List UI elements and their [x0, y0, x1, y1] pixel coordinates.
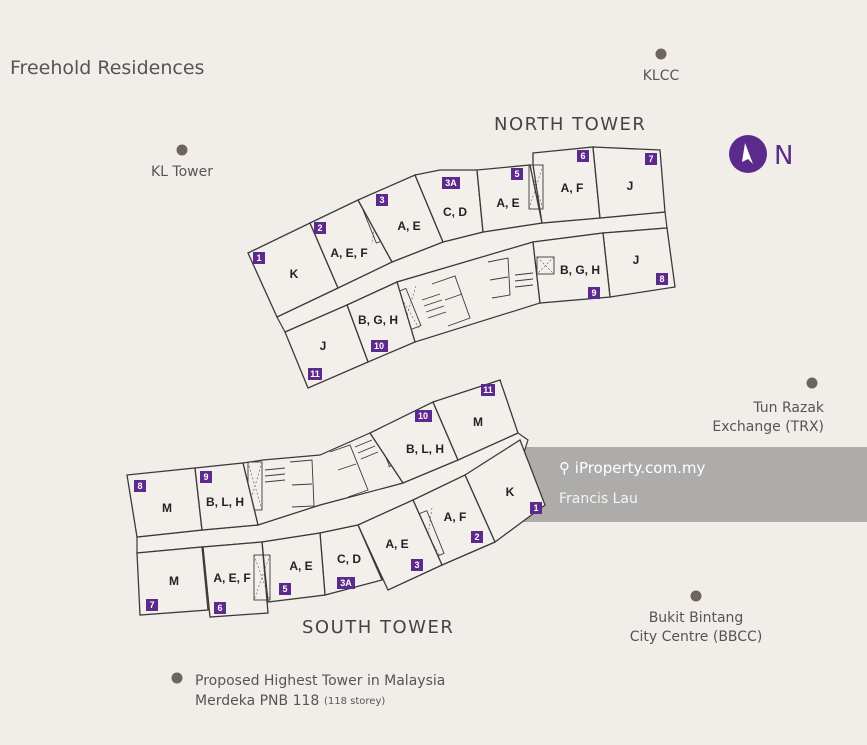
unit-n3a[interactable]: C, D 3A — [414, 169, 484, 243]
unit-number-badge: 10 — [418, 411, 428, 421]
landmark-trx: Tun Razak Exchange (TRX) — [712, 377, 825, 435]
unit-number-badge: 3 — [379, 195, 384, 205]
unit-number-badge: 3 — [414, 560, 419, 570]
unit-number-badge: 6 — [580, 151, 585, 161]
unit-type: B, L, H — [406, 442, 444, 456]
unit-type: A, E, F — [213, 571, 250, 585]
unit-s10[interactable]: B, L, H 10 — [369, 401, 459, 484]
landmark-kl-tower: KL Tower — [151, 144, 213, 180]
unit-number-badge: 5 — [514, 169, 519, 179]
unit-s11[interactable]: M 11 — [432, 379, 519, 461]
location-dot-icon — [690, 590, 702, 602]
unit-number-badge: 9 — [591, 288, 596, 298]
unit-number-badge: 6 — [217, 603, 222, 613]
unit-type: M — [169, 574, 179, 588]
unit-type: A, E — [496, 196, 519, 210]
compass-label: N — [774, 141, 793, 171]
landmark-label: KLCC — [643, 68, 680, 84]
unit-n8[interactable]: J 8 — [602, 227, 676, 298]
unit-s6[interactable]: A, E, F 6 — [202, 541, 271, 618]
unit-n11[interactable]: J 11 — [284, 304, 369, 389]
north-tower: NORTH TOWER K 1 A, E, F 2 A, E 3 — [247, 114, 676, 389]
unit-type: C, D — [443, 205, 467, 219]
unit-number-badge: 11 — [483, 385, 493, 395]
unit-number-badge: 9 — [203, 472, 208, 482]
landmark-note: (118 storey) — [324, 696, 385, 707]
unit-n7[interactable]: J 7 — [592, 146, 666, 219]
unit-number-badge: 10 — [374, 341, 384, 351]
unit-type: A, E — [289, 559, 312, 573]
watermark-agent: Francis Lau — [559, 491, 638, 507]
unit-s3[interactable]: A, E 3 — [357, 499, 443, 591]
unit-number-badge: 1 — [533, 503, 538, 513]
tower-name: SOUTH TOWER — [302, 617, 454, 638]
landmark-label: Merdeka PNB 118 — [195, 693, 319, 709]
unit-type: A, F — [561, 181, 584, 195]
unit-type: J — [627, 179, 634, 193]
landmark-label: Proposed Highest Tower in Malaysia — [195, 673, 445, 689]
south-tower: SOUTH TOWER K 1 A, F 2 A, E — [126, 379, 546, 638]
unit-number-badge: 11 — [310, 369, 320, 379]
watermark: ⚲ iProperty.com.my Francis Lau — [487, 447, 867, 522]
unit-number-badge: 3A — [340, 578, 352, 588]
landmark-label: KL Tower — [151, 164, 213, 180]
unit-number-badge: 3A — [445, 178, 457, 188]
landmark-label: City Centre (BBCC) — [630, 629, 763, 645]
location-pin-icon: ⚲ — [559, 459, 570, 477]
unit-n5[interactable]: A, E 5 — [476, 164, 543, 233]
unit-type: K — [506, 485, 515, 499]
unit-s3a[interactable]: C, D 3A — [319, 524, 383, 596]
unit-number-badge: 2 — [317, 223, 322, 233]
landmark-label: Exchange (TRX) — [712, 419, 824, 435]
unit-type: J — [633, 253, 640, 267]
page-title: Freehold Residences — [10, 57, 205, 79]
unit-number-badge: 8 — [659, 274, 664, 284]
unit-type: B, G, H — [358, 313, 398, 327]
location-dot-icon — [171, 672, 183, 684]
location-dot-icon — [176, 144, 188, 156]
unit-number-badge: 5 — [282, 584, 287, 594]
unit-s8[interactable]: M 8 — [126, 467, 203, 538]
location-dot-icon — [806, 377, 818, 389]
unit-type: A, E — [385, 537, 408, 551]
tower-name: NORTH TOWER — [494, 114, 646, 135]
unit-type: C, D — [337, 552, 361, 566]
unit-s9[interactable]: B, L, H 9 — [194, 462, 259, 531]
unit-type: K — [290, 267, 299, 281]
north-arrow-icon — [742, 143, 753, 164]
unit-type: M — [473, 415, 483, 429]
unit-n6[interactable]: A, F 6 — [528, 146, 601, 224]
unit-number-badge: 7 — [149, 600, 154, 610]
unit-s7[interactable]: M 7 — [136, 546, 209, 616]
landmark-label: Tun Razak — [752, 400, 825, 416]
unit-type: B, G, H — [560, 263, 600, 277]
unit-type: A, F — [444, 510, 467, 524]
unit-type: B, L, H — [206, 495, 244, 509]
landmark-pnb118: Proposed Highest Tower in Malaysia Merde… — [171, 672, 445, 709]
landmark-label: Bukit Bintang — [649, 610, 744, 626]
watermark-site: ⚲ iProperty.com.my — [559, 459, 705, 477]
unit-type: A, E, F — [330, 246, 367, 260]
unit-n10[interactable]: B, G, H 10 — [346, 281, 416, 363]
unit-number-badge: 7 — [648, 154, 653, 164]
unit-type: M — [162, 501, 172, 515]
unit-s5[interactable]: A, E 5 — [261, 532, 326, 603]
unit-n9[interactable]: B, G, H 9 — [532, 232, 611, 304]
unit-number-badge: 1 — [256, 253, 261, 263]
unit-number-badge: 8 — [137, 481, 142, 491]
location-dot-icon — [655, 48, 667, 60]
unit-type: J — [320, 339, 327, 353]
landmark-klcc: KLCC — [643, 48, 680, 84]
core-details — [390, 257, 534, 333]
unit-type: A, E — [397, 219, 420, 233]
landmark-bbcc: Bukit Bintang City Centre (BBCC) — [630, 590, 763, 645]
north-compass: N — [729, 135, 793, 173]
watermark-site-text: iProperty.com.my — [574, 459, 706, 477]
unit-number-badge: 2 — [474, 532, 479, 542]
